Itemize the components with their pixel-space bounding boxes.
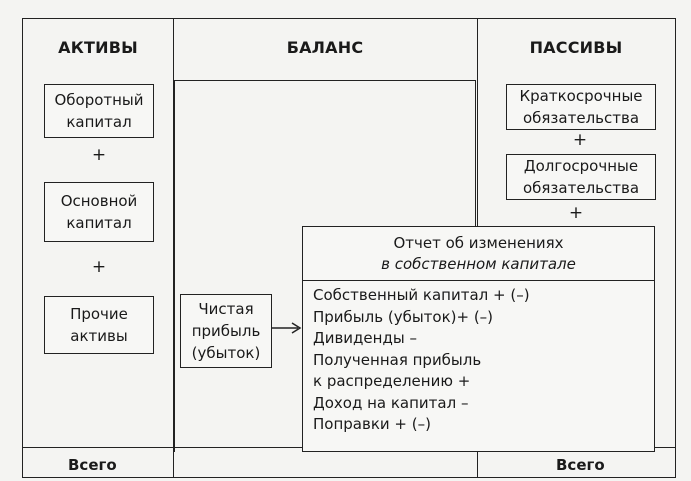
long-term-liabilities-box: Долгосрочные обязательства [506,154,656,200]
report-line: Дивиденды – [313,329,417,347]
report-line: Собственный капитал + (–) [313,286,530,304]
arrow-right-icon [272,322,302,334]
balance-heading: БАЛАНС [286,38,364,57]
fixed-capital-box: Основной капитал [44,182,154,242]
assets-heading: АКТИВЫ [58,38,138,57]
plus-sign: + [91,145,107,165]
plus-sign: + [568,203,584,223]
report-title-line2: в собственном капитале [381,254,576,273]
equity-changes-report: Отчет об изменениях в собственном капита… [302,226,655,452]
net-profit-box: Чистая прибыль (убыток) [180,294,272,368]
plus-sign: + [91,257,107,277]
report-lines: Собственный капитал + (–) Прибыль (убыто… [303,281,654,440]
assets-divider [173,19,174,477]
report-line: Прибыль (убыток)+ (–) [313,307,494,326]
report-line: Поправки + (–) [313,415,431,433]
report-line: к распределению + [313,372,471,390]
report-title-line1: Отчет об изменениях [393,233,564,252]
assets-total-label: Всего [68,456,117,474]
report-line: Доход на капитал – [313,393,469,412]
other-assets-box: Прочие активы [44,296,154,354]
liabilities-heading: ПАССИВЫ [529,38,623,57]
report-title: Отчет об изменениях в собственном капита… [303,227,654,281]
report-line: Полученная прибыль [313,350,482,369]
current-capital-box: Оборотный капитал [44,84,154,138]
plus-sign: + [572,130,588,150]
liabilities-total-label: Всего [556,456,605,474]
short-term-liabilities-box: Краткосрочные обязательства [506,84,656,130]
